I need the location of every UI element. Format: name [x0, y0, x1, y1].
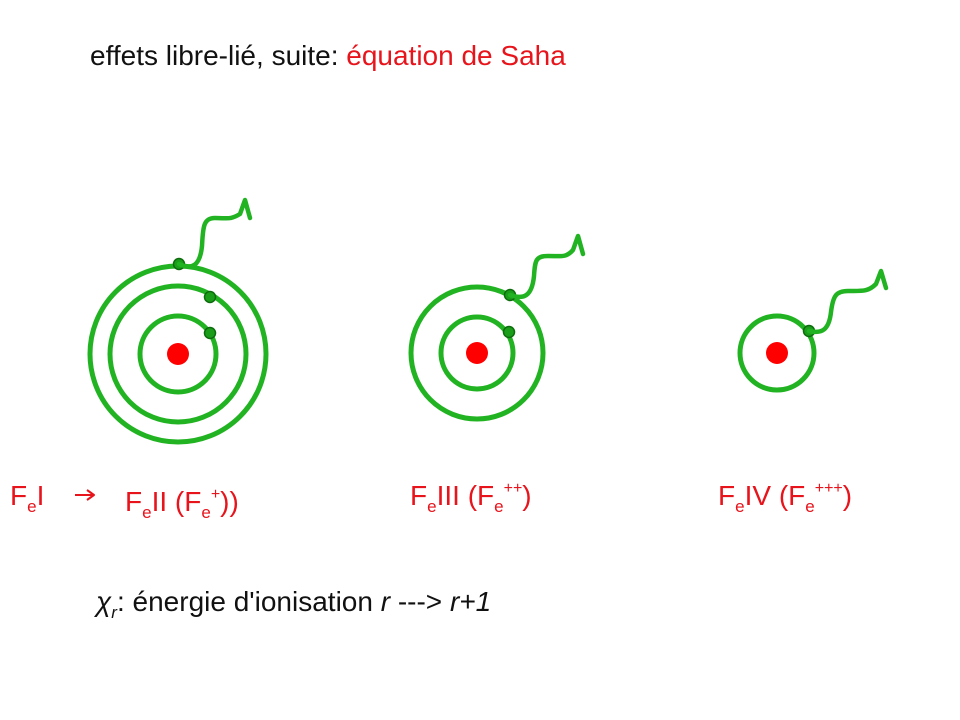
- nucleus: [466, 342, 488, 364]
- orbit-inner: [137, 313, 219, 395]
- atom-fe4: [737, 268, 889, 393]
- label-fe3: FeIII (Fe++): [410, 480, 532, 516]
- orbit-middle: [107, 283, 249, 425]
- nucleus: [167, 343, 189, 365]
- ejected-electron-wave: [507, 233, 586, 300]
- label-fe1: FeI: [10, 480, 45, 516]
- label-fe4: FeIV (Fe+++): [718, 480, 853, 516]
- atom-fe3: [408, 233, 586, 422]
- ejected-electron-wave: [176, 197, 253, 269]
- orbit-inner: [438, 314, 516, 392]
- ionization-energy-line: χr: énergie d'ionisation r ---> r+1: [96, 586, 492, 622]
- ejected-electron-wave: [806, 268, 889, 335]
- nucleus: [766, 342, 788, 364]
- orbit: [737, 313, 817, 393]
- orbit-outer: [408, 284, 546, 422]
- electron: [502, 325, 516, 339]
- page-title: effets libre-lié, suite: équation de Sah…: [90, 40, 566, 72]
- arrow-icon: [75, 489, 95, 501]
- chi-symbol: χ: [96, 586, 112, 617]
- label-fe2: FeII (Fe+)): [125, 486, 239, 522]
- title-highlight: équation de Saha: [346, 40, 566, 71]
- electron: [203, 326, 217, 340]
- atom-fe2: [87, 197, 269, 445]
- electron: [203, 290, 217, 304]
- title-prefix: effets libre-lié, suite:: [90, 40, 347, 71]
